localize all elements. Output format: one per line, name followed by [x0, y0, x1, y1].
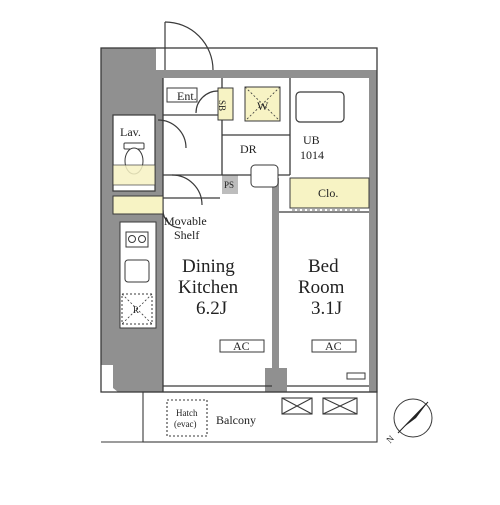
movable-shelf — [112, 195, 164, 215]
label-washer: W — [257, 99, 269, 113]
washroom-door-icon — [195, 90, 219, 114]
label-hatch-note: (evac) — [174, 419, 196, 429]
doors — [157, 21, 219, 229]
label-movable: Movable — [164, 214, 207, 228]
label-closet: Clo. — [318, 186, 338, 200]
pipe-shaft — [222, 175, 238, 194]
room-bed-line2: Room — [298, 277, 345, 298]
label-ac-dk: AC — [233, 339, 250, 353]
kitchen-unit — [119, 221, 157, 329]
label-entrance: Ent. — [177, 89, 197, 103]
label-ac-br: AC — [325, 339, 342, 353]
ac-unit-br — [311, 339, 357, 353]
right-wall — [369, 70, 377, 392]
north-arrow-icon: N — [384, 398, 433, 445]
evac-hatch — [166, 399, 208, 437]
label-unit-bath-size: 1014 — [300, 148, 324, 162]
entrance-step — [166, 87, 198, 103]
balcony — [101, 391, 378, 443]
kitchen-sink-icon — [124, 259, 150, 283]
bathtub-icon — [295, 91, 345, 123]
outdoor-unit-1 — [281, 397, 313, 415]
label-lavatory: Lav. — [120, 125, 141, 139]
ac-unit-dk — [219, 339, 265, 353]
label-refrigerator: R — [133, 305, 139, 315]
top-wall — [163, 70, 369, 78]
label-dressing-room: DR — [240, 142, 257, 156]
partition-base — [265, 368, 287, 392]
north-label: N — [384, 433, 396, 445]
lav-storage — [112, 164, 156, 186]
room-bed-size: 3.1J — [311, 298, 342, 319]
label-shoe-box: SB — [217, 100, 227, 111]
partition-wall — [272, 178, 279, 368]
room-dining-size: 6.2J — [196, 298, 227, 319]
label-pipe-shaft: PS — [224, 180, 234, 190]
sink-icon — [250, 164, 279, 188]
left-wall — [101, 48, 163, 392]
label-balcony: Balcony — [216, 413, 256, 427]
entrance-door-icon — [164, 21, 214, 71]
shoe-box — [217, 87, 234, 121]
closet — [289, 177, 370, 209]
outdoor-unit-2 — [322, 397, 358, 415]
room-dining-line2: Kitchen — [178, 277, 239, 298]
label-unit-bath: UB — [303, 133, 320, 147]
room-dining-line1: Dining — [182, 256, 235, 277]
room-bed-line1: Bed — [308, 256, 339, 277]
label-shelf: Shelf — [174, 228, 199, 242]
label-hatch: Hatch — [176, 408, 198, 418]
